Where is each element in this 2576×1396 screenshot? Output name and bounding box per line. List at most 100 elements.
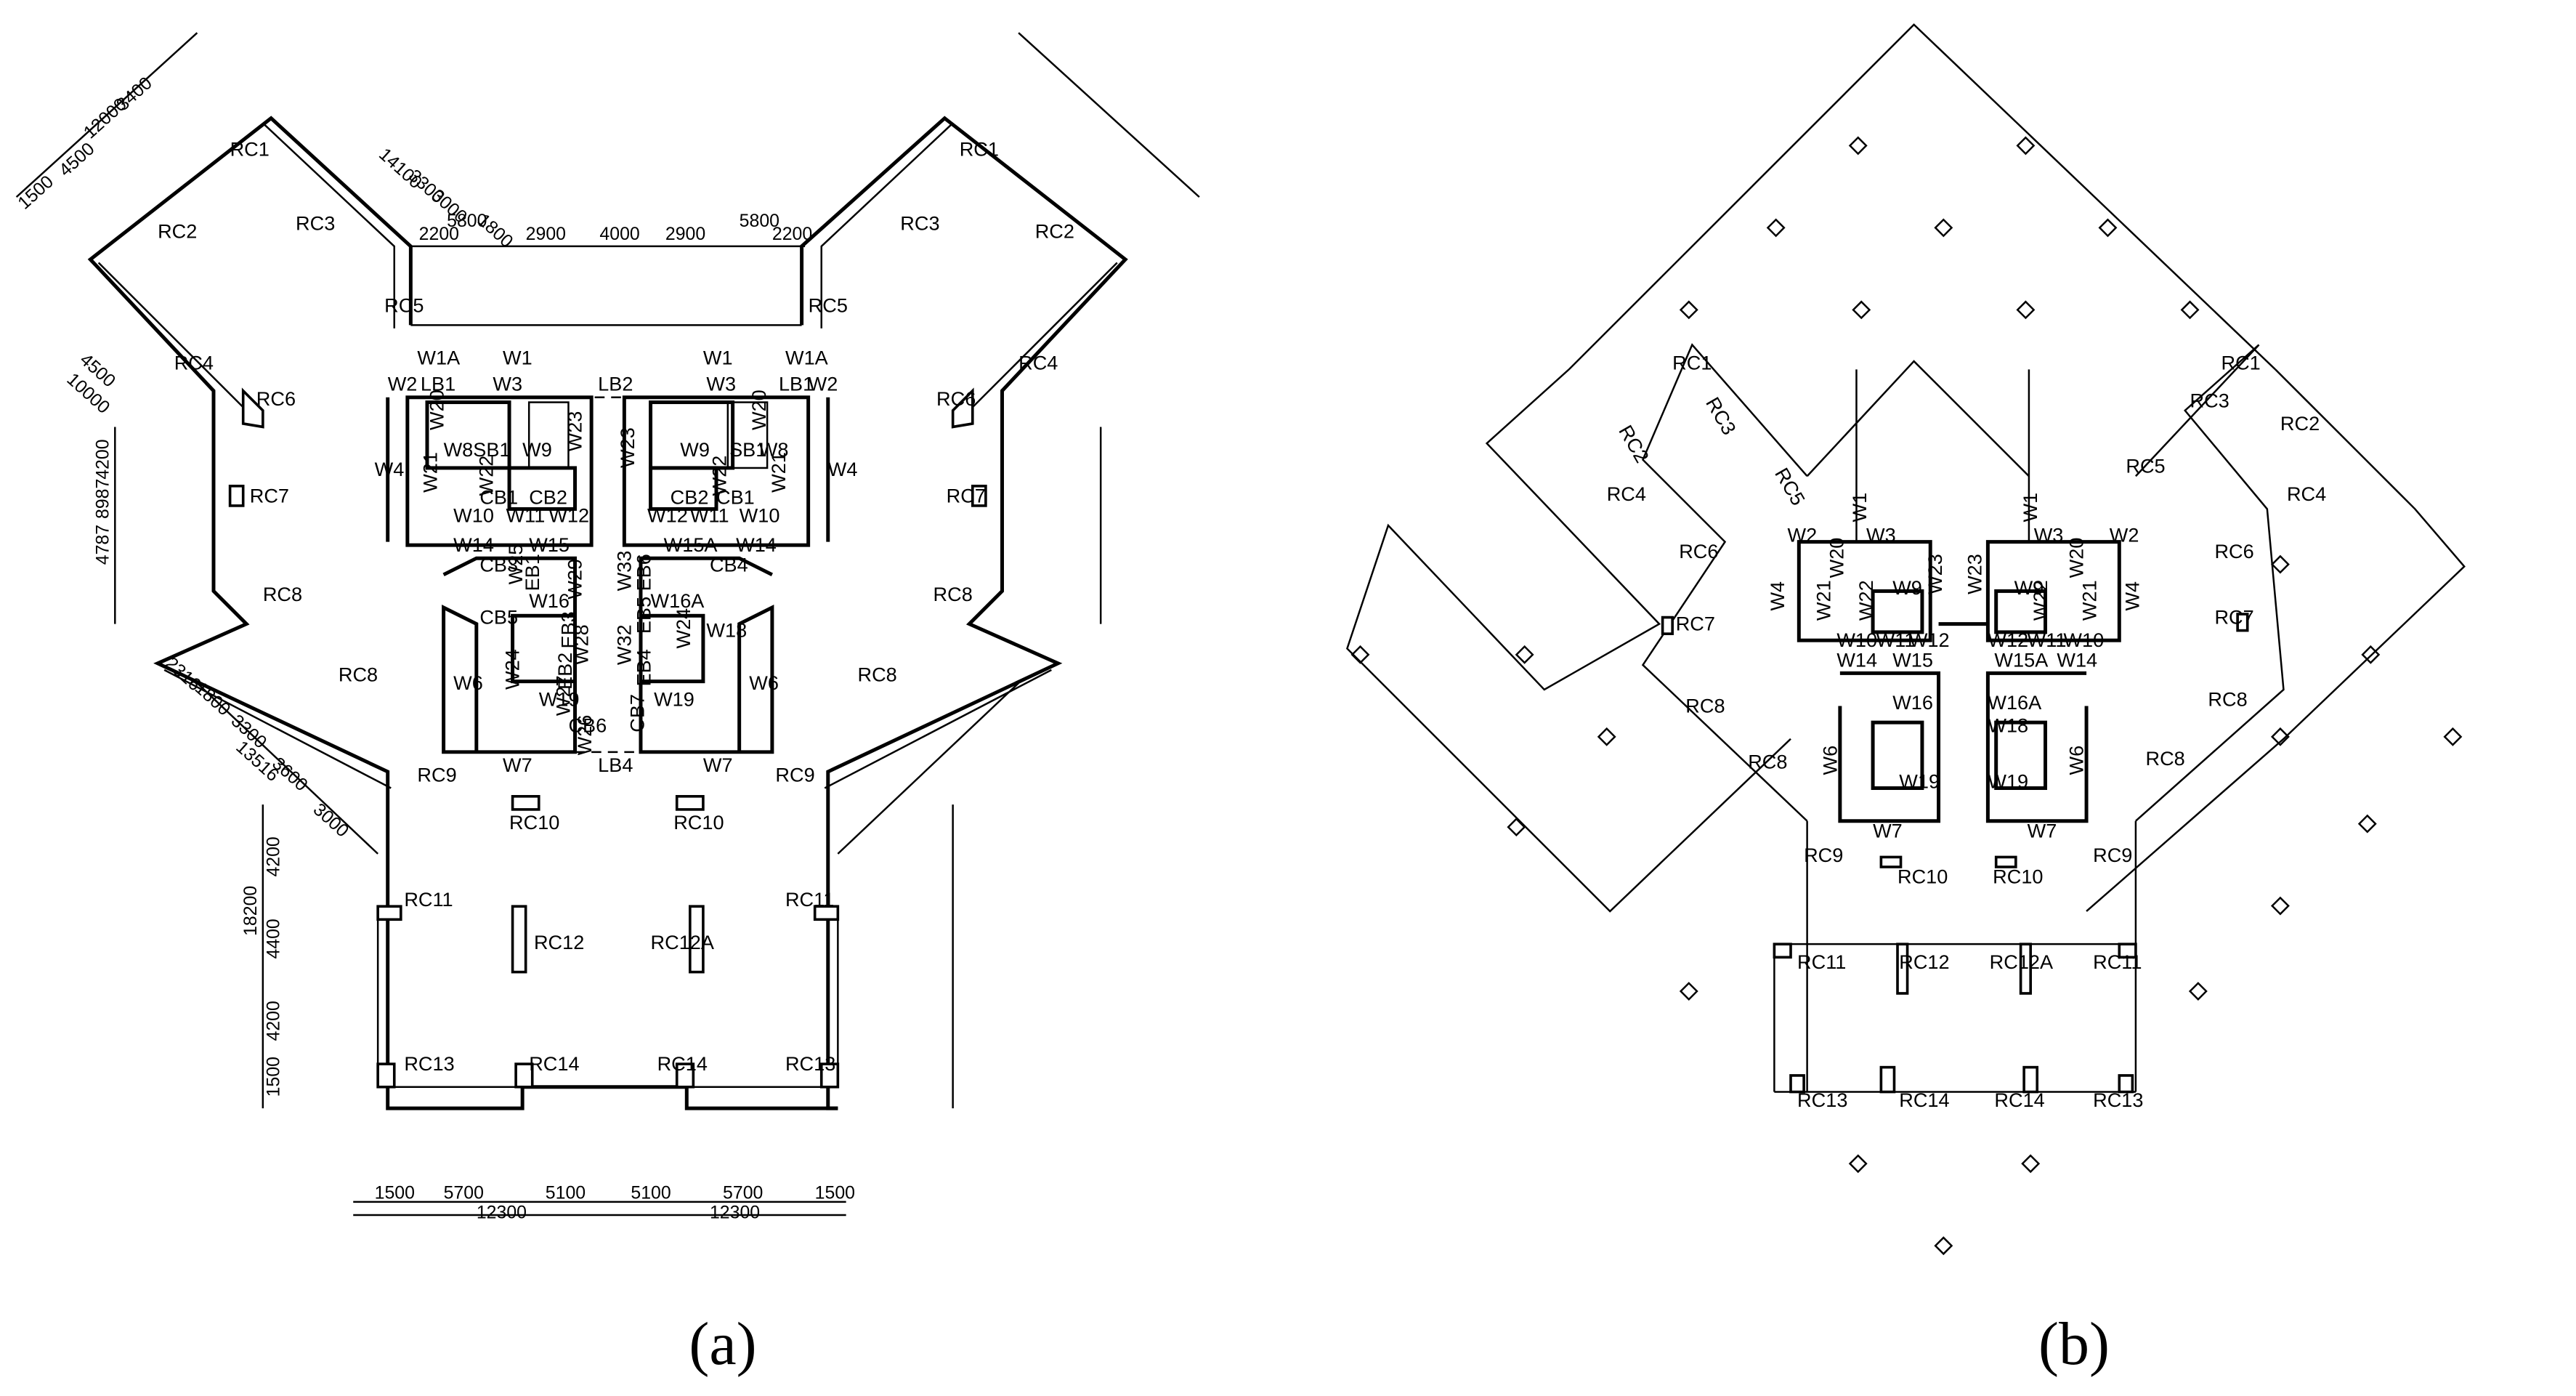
dim-18200: 18200	[240, 886, 261, 936]
b-label-w21-left: W21	[1812, 580, 1834, 621]
label-w19-left: W19	[539, 688, 580, 711]
b-label-w19-left: W19	[1899, 770, 1940, 793]
label-w18: W18	[706, 619, 747, 642]
label-cb6: CB6	[568, 714, 607, 737]
label-w6-right: W6	[749, 671, 779, 694]
label-rc14-left: RC14	[529, 1052, 579, 1075]
label-rc11-right: RC11	[785, 888, 834, 911]
label-lb1-left: LB1	[421, 373, 455, 395]
dim-vert-4200b: 4200	[263, 1001, 283, 1041]
b-label-w18: W18	[1988, 714, 2028, 737]
label-w3-right: W3	[706, 373, 736, 395]
b-label-rc8-right: RC8	[2208, 688, 2247, 711]
b-label-rc5-right: RC5	[2126, 455, 2165, 477]
dim-bottom-5700-right: 5700	[723, 1182, 763, 1203]
label-w6-left: W6	[453, 671, 483, 694]
panel-a-dimension-text: 2200 2900 4000 2900 2200 5800 5800 14100…	[14, 73, 855, 1222]
panel-a-element-labels: RC1 RC2 RC3 RC4 RC5 RC6 RC7 RC8 RC9 RC10…	[158, 138, 1074, 1075]
label-cb7: CB7	[625, 694, 648, 733]
label-rc14-right: RC14	[657, 1052, 708, 1075]
label-w16a: W16A	[651, 589, 705, 612]
b-label-rc11-right: RC11	[2093, 951, 2142, 973]
label-w23-right: W23	[616, 427, 639, 468]
b-label-rc1-right: RC1	[2221, 351, 2261, 374]
panel-b-floor-plan: RC1 RC2 RC3 RC4 RC5 RC6 RC7 RC8 RC8 RC9 …	[1345, 23, 2466, 1256]
label-w3-left: W3	[493, 373, 522, 395]
dim-4000: 4000	[599, 224, 639, 244]
label-rc6-right: RC6	[936, 387, 976, 410]
b-label-w16: W16	[1892, 691, 1933, 714]
label-rc7-right: RC7	[947, 484, 986, 507]
label-w1-right: W1	[703, 347, 733, 369]
b-label-w20-left: W20	[1825, 538, 1847, 578]
label-rc1-left: RC1	[230, 138, 270, 161]
label-w14-left: W14	[453, 533, 494, 556]
dim-2200-right: 2200	[772, 224, 812, 244]
label-cb3: CB3	[479, 553, 518, 576]
b-label-rc10-left: RC10	[1897, 866, 1948, 888]
label-rc6-left: RC6	[256, 387, 296, 410]
label-w1a-left: W1A	[417, 347, 461, 369]
dim-1500: 1500	[14, 172, 57, 214]
panel-b-outline	[1345, 23, 2466, 1093]
b-label-w4-right: W4	[2121, 581, 2143, 611]
b-label-w7-left: W7	[1873, 819, 1903, 842]
b-label-w12-right: W12	[1988, 629, 2028, 651]
b-label-rc6-left: RC6	[1679, 540, 1718, 562]
dim-4500: 4500	[55, 139, 99, 181]
b-label-w4-left: W4	[1766, 581, 1789, 611]
label-cb4: CB4	[710, 553, 748, 576]
panel-b-element-labels: RC1 RC2 RC3 RC4 RC5 RC6 RC7 RC8 RC8 RC9 …	[1607, 351, 2327, 1110]
b-label-w6-right: W6	[2065, 746, 2088, 775]
dim-vert-4200a: 4200	[263, 836, 283, 876]
dim-lower-1800: 1800	[191, 678, 235, 720]
label-w29: W29	[564, 559, 586, 600]
panel-b-caption: (b)	[2038, 1310, 2110, 1378]
label-w9-right: W9	[680, 438, 710, 461]
b-label-w12-left: W12	[1909, 629, 1950, 651]
b-label-w22-right: W22	[2029, 580, 2052, 621]
label-w11-left: W11	[506, 504, 546, 527]
b-label-rc13-right: RC13	[2093, 1089, 2143, 1111]
label-w14-right: W14	[736, 533, 777, 556]
panel-b-columns	[1661, 613, 2249, 1094]
b-label-rc8-left: RC8	[1685, 695, 1725, 717]
b-label-rc9-left: RC9	[1804, 844, 1843, 866]
label-w20-left: W20	[426, 390, 448, 430]
dim-bottom-12300-right: 12300	[710, 1203, 760, 1223]
label-rc9-right: RC9	[775, 764, 814, 786]
label-rc13-right: RC13	[785, 1052, 835, 1075]
label-w22-left: W22	[474, 456, 497, 496]
label-w33: W33	[612, 551, 635, 592]
label-w4-left: W4	[375, 458, 405, 480]
label-rc7-left: RC7	[250, 484, 289, 507]
panel-a-dimensions	[15, 32, 1200, 1217]
label-w1-left: W1	[503, 347, 532, 369]
label-lb1-right: LB1	[779, 373, 814, 395]
label-w10-left: W10	[453, 504, 494, 527]
b-label-w16a: W16A	[1988, 691, 2042, 714]
label-rc8-lower-right: RC8	[857, 663, 896, 686]
label-eb3: EB3	[557, 611, 580, 648]
dim-4400: 4400	[263, 919, 283, 959]
panel-a-wings	[97, 122, 1118, 855]
panel-a-outline	[87, 116, 1128, 1110]
label-rc5-left: RC5	[384, 294, 424, 316]
label-eb6: EB6	[633, 554, 655, 591]
dim-vert-1500: 1500	[263, 1057, 283, 1097]
label-w8-right: W8	[759, 438, 789, 461]
b-label-w14-left: W14	[1836, 648, 1877, 671]
b-label-rc7-left: RC7	[1676, 613, 1715, 635]
label-w12-right: W12	[647, 504, 688, 527]
label-w2-right: W2	[809, 373, 838, 395]
b-label-rc3-right: RC3	[2190, 389, 2229, 411]
b-label-w3-left: W3	[1866, 524, 1896, 546]
label-w15: W15	[529, 533, 570, 556]
b-label-w3-right: W3	[2034, 524, 2064, 546]
label-w25: W25	[504, 544, 527, 585]
b-label-w11-right: W11	[2028, 629, 2067, 651]
b-label-w19-right: W19	[1988, 770, 2028, 793]
b-label-rc6-right: RC6	[2214, 540, 2253, 562]
label-rc4-right: RC4	[1018, 351, 1058, 374]
label-rc12: RC12	[534, 931, 584, 953]
